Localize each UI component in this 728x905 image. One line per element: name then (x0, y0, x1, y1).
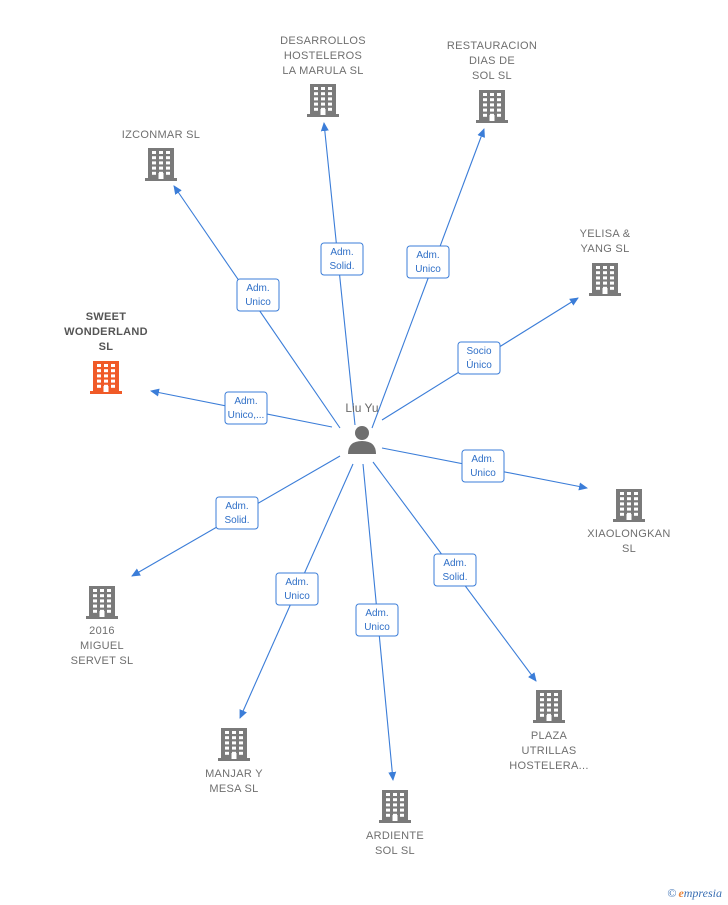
role-text: Unico (245, 297, 271, 308)
building-icon[interactable] (533, 690, 565, 723)
company-name-line: YANG SL (581, 243, 630, 255)
company-name-line: YELISA & (580, 228, 631, 240)
company-name-line: IZCONMAR SL (122, 129, 200, 141)
relation-edge-miguel: Adm. Solid. (131, 455, 341, 577)
company-name-line: ARDIENTE (366, 830, 424, 842)
company-name-line: MESA SL (209, 783, 258, 795)
copyright-symbol: © (667, 886, 677, 900)
relation-edge-restauracion: Adm. Unico (371, 128, 485, 429)
copyright-footer: ©empresia (667, 886, 722, 901)
role-text: Único (466, 358, 492, 371)
person-icon[interactable] (348, 426, 376, 454)
company-name-line: DIAS DE (469, 55, 515, 67)
relation-role-badge[interactable]: Adm. Unico (355, 603, 399, 637)
role-text: Unico (284, 591, 310, 602)
role-text: Solid. (442, 572, 467, 583)
role-text: Unico (470, 468, 496, 479)
brand-name: mpresia (683, 886, 722, 900)
role-text: Unico,... (228, 410, 265, 421)
role-text: Adm. (471, 454, 494, 465)
company-name-line: LA MARULA SL (282, 65, 363, 77)
building-icon[interactable] (613, 489, 645, 522)
role-text: Adm. (330, 247, 353, 258)
relation-edge-ardiente: Adm. Unico (355, 463, 399, 781)
relation-edge-manjar: Adm. Unico (239, 463, 354, 719)
relation-role-badge[interactable]: Adm. Unico (406, 245, 450, 279)
role-text: Adm. (234, 396, 257, 407)
role-text: Adm. (225, 501, 248, 512)
person-name: Liu Yu (345, 401, 378, 415)
relation-role-badge[interactable]: Adm. Solid. (215, 496, 259, 530)
company-node-restauracion[interactable]: RESTAURACION DIAS DE SOL SL (447, 40, 537, 123)
company-node-xiaolongkan[interactable]: XIAOLONGKAN SL (587, 489, 670, 555)
relation-edge-sweet: Adm. Unico,... (150, 388, 333, 428)
company-name-line: SL (99, 341, 114, 353)
role-text: Socio (466, 346, 491, 357)
building-icon[interactable] (476, 90, 508, 123)
role-text: Adm. (443, 558, 466, 569)
person-node[interactable]: Liu Yu (345, 401, 379, 454)
building-icon[interactable] (379, 790, 411, 823)
company-name-line: SL (622, 543, 636, 555)
building-icon[interactable] (90, 361, 122, 394)
role-text: Unico (415, 264, 441, 275)
company-node-yelisa[interactable]: YELISA & YANG SL (580, 228, 631, 296)
company-node-izconmar[interactable]: IZCONMAR SL (122, 129, 200, 181)
role-text: Solid. (329, 261, 354, 272)
company-name-line: UTRILLAS (522, 745, 577, 757)
relation-role-badge[interactable]: Adm. Solid. (320, 242, 364, 276)
relation-role-badge[interactable]: Adm. Unico (275, 572, 319, 606)
building-icon[interactable] (145, 148, 177, 181)
relation-edge-plaza: Adm. Solid. (372, 461, 537, 682)
company-name-line: MANJAR Y (205, 768, 263, 780)
company-node-plaza[interactable]: PLAZA UTRILLAS HOSTELERA... (509, 690, 588, 772)
company-name-line: 2016 (89, 625, 115, 637)
role-text: Unico (364, 622, 390, 633)
company-name-line: WONDERLAND (64, 326, 148, 338)
relation-edge-izconmar: Adm. Unico (173, 185, 341, 429)
company-node-ardiente[interactable]: ARDIENTE SOL SL (366, 790, 424, 857)
role-text: Adm. (285, 577, 308, 588)
company-node-desarrollos[interactable]: DESARROLLOS HOSTELEROS LA MARULA SL (280, 35, 366, 117)
company-name-line: HOSTELERA... (509, 760, 588, 772)
building-icon[interactable] (86, 586, 118, 619)
role-text: Solid. (224, 515, 249, 526)
building-icon[interactable] (218, 728, 250, 761)
role-text: Adm. (246, 283, 269, 294)
relation-edge-xiaolongkan: Adm. Unico (381, 447, 588, 491)
relation-role-badge[interactable]: Adm. Unico (461, 449, 505, 483)
company-name-line: SOL SL (375, 845, 415, 857)
company-name-line: SERVET SL (71, 655, 134, 667)
company-name-line: DESARROLLOS (280, 35, 366, 47)
building-icon[interactable] (307, 84, 339, 117)
building-icon[interactable] (589, 263, 621, 296)
relation-role-badge[interactable]: Adm. Unico (236, 278, 280, 312)
company-name-line: RESTAURACION (447, 40, 537, 52)
relation-role-badge[interactable]: Adm. Unico,... (224, 391, 268, 425)
company-node-manjar[interactable]: MANJAR Y MESA SL (205, 728, 263, 795)
brand-initial: e (678, 886, 684, 900)
relation-edge-desarrollos: Adm. Solid. (320, 122, 364, 426)
company-name-line: SOL SL (472, 70, 512, 82)
company-name-line: MIGUEL (80, 640, 124, 652)
company-name-line: HOSTELEROS (284, 50, 362, 62)
role-text: Adm. (365, 608, 388, 619)
company-node-sweet[interactable]: SWEET WONDERLAND SL (64, 311, 148, 394)
role-text: Adm. (416, 250, 439, 261)
company-name-line: SWEET (86, 311, 127, 323)
company-name-line: PLAZA (531, 730, 568, 742)
relation-role-badge[interactable]: Adm. Solid. (433, 553, 477, 587)
company-name-line: XIAOLONGKAN (587, 528, 670, 540)
